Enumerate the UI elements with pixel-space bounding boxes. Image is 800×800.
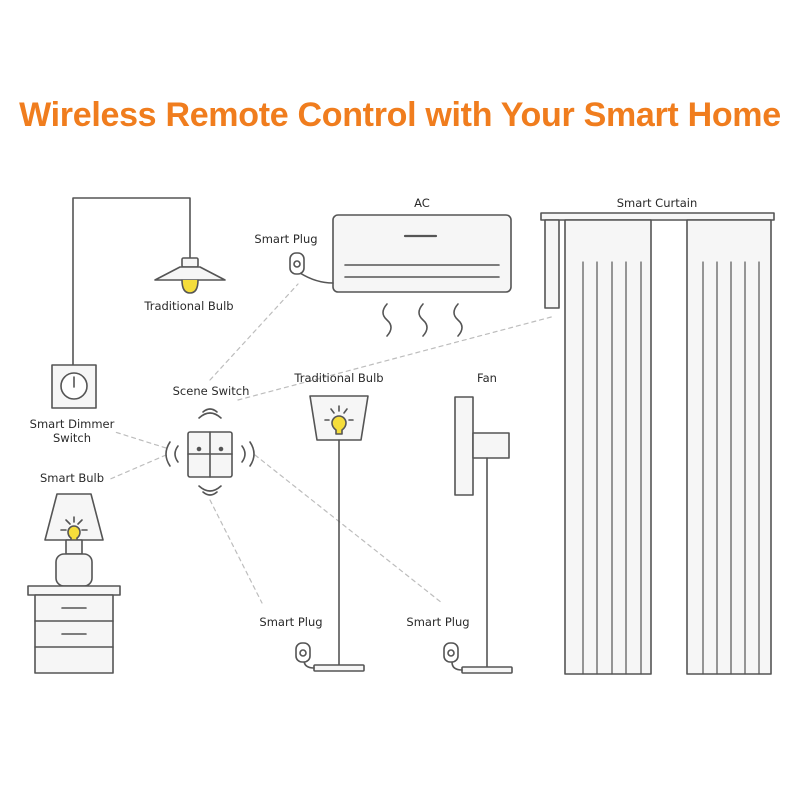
nightstand <box>27 585 121 674</box>
light-bulb-icon <box>181 279 199 294</box>
wireless-links <box>107 283 556 604</box>
diagram-title: Wireless Remote Control with Your Smart … <box>19 96 781 134</box>
scene-switch[interactable] <box>187 431 233 478</box>
power-plug-icon <box>295 642 311 663</box>
label-smart-plug-lamp: Smart Plug <box>259 615 322 629</box>
label-traditional-bulb-ceiling: Traditional Bulb <box>143 299 233 313</box>
standing-fan <box>443 396 513 674</box>
floor-lamp <box>295 395 369 672</box>
light-bulb-icon <box>67 525 81 543</box>
power-plug-icon <box>443 642 459 663</box>
label-smart-bulb: Smart Bulb <box>40 471 104 485</box>
label-smart-plug-ac: Smart Plug <box>254 232 317 246</box>
label-smart-dimmer-switch-line1: Smart Dimmer <box>30 417 115 431</box>
power-plug-icon <box>289 252 305 275</box>
label-traditional-bulb-floor: Traditional Bulb <box>293 371 383 385</box>
ceiling-wire <box>72 197 191 366</box>
wireless-signal-icon <box>165 408 255 496</box>
ac-unit <box>299 214 512 337</box>
label-smart-curtain: Smart Curtain <box>617 196 698 210</box>
smart-bulb-lamp <box>44 493 104 587</box>
label-fan: Fan <box>477 371 497 385</box>
label-smart-plug-fan: Smart Plug <box>406 615 469 629</box>
label-scene-switch: Scene Switch <box>173 384 250 398</box>
smart-curtain <box>540 212 775 675</box>
smart-dimmer-switch[interactable] <box>51 364 97 409</box>
label-smart-dimmer-switch-line2: Switch <box>53 431 91 445</box>
light-bulb-icon <box>331 415 347 435</box>
label-ac: AC <box>414 196 430 210</box>
ceiling-lamp <box>154 257 226 294</box>
